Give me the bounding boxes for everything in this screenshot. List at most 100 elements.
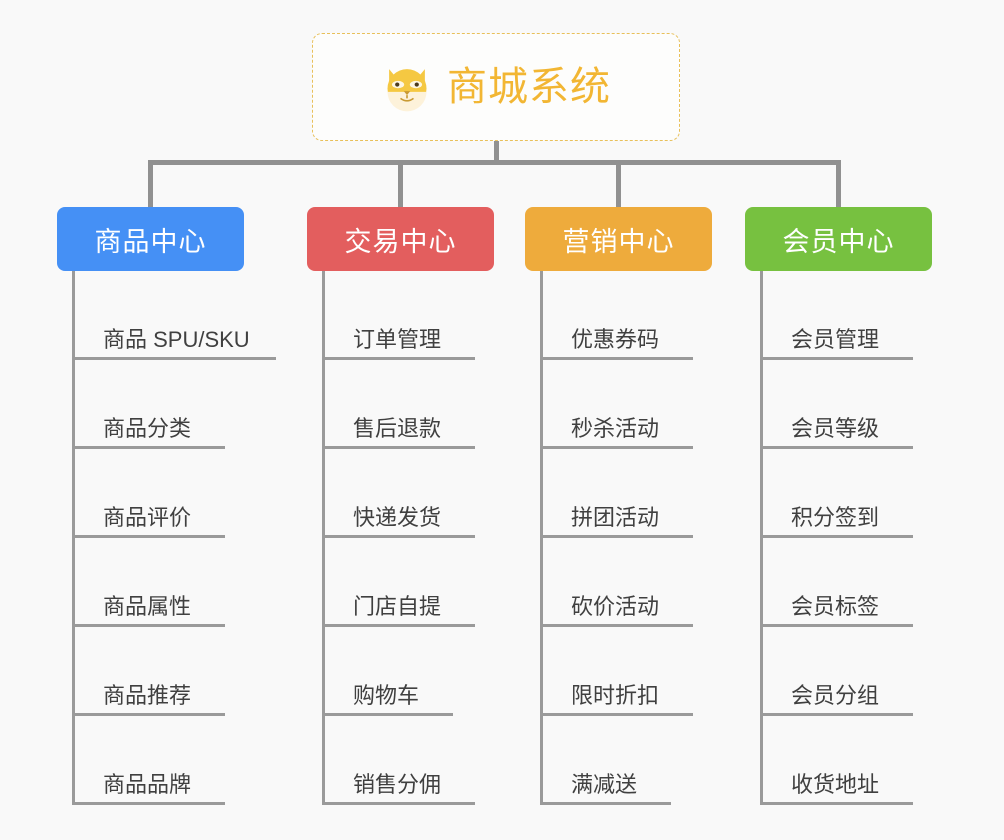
sub-item-label: 限时折扣 <box>571 683 660 708</box>
sub-item[interactable]: 拼团活动 <box>525 449 712 538</box>
branch-column-product-center: 商品中心商品 SPU/SKU 商品分类商品评价商品属性商品推荐商品品牌 <box>57 207 276 805</box>
sub-item-underline <box>540 446 693 449</box>
connector-drop-trade-center <box>398 160 403 208</box>
connector-root-stem <box>494 141 499 163</box>
category-box-product-center[interactable]: 商品中心 <box>57 207 244 271</box>
sub-item[interactable]: 商品评价 <box>57 449 244 538</box>
sub-item[interactable]: 商品品牌 <box>57 716 244 805</box>
sub-item-label: 商品 SPU/SKU <box>103 327 250 352</box>
sub-item-label: 商品属性 <box>103 594 192 619</box>
sub-item-underline <box>322 535 475 538</box>
sub-item[interactable]: 商品 SPU/SKU <box>57 271 276 360</box>
sub-item[interactable]: 会员等级 <box>745 360 932 449</box>
sub-item-label: 商品推荐 <box>103 683 192 708</box>
sub-item[interactable]: 商品属性 <box>57 538 244 627</box>
sub-item[interactable]: 满减送 <box>525 716 712 805</box>
column-spine <box>540 271 543 805</box>
sub-item-underline <box>760 802 913 805</box>
sub-item-underline <box>760 624 913 627</box>
connector-drop-product-center <box>148 160 153 208</box>
root-node[interactable]: 商城系统 <box>312 33 680 141</box>
sub-item[interactable]: 会员分组 <box>745 627 932 716</box>
sub-item-underline <box>322 624 475 627</box>
sub-item-underline <box>540 535 693 538</box>
sub-item[interactable]: 会员管理 <box>745 271 932 360</box>
branch-column-marketing-center: 营销中心优惠券码秒杀活动拼团活动砍价活动限时折扣满减送 <box>525 207 712 805</box>
category-box-marketing-center[interactable]: 营销中心 <box>525 207 712 271</box>
sub-item[interactable]: 收货地址 <box>745 716 932 805</box>
sub-item[interactable]: 限时折扣 <box>525 627 712 716</box>
connector-drop-marketing-center <box>616 160 621 208</box>
shiba-dog-face-icon <box>387 69 427 112</box>
sub-item-underline <box>72 624 225 627</box>
sub-item-label: 砍价活动 <box>571 594 660 619</box>
category-box-member-center[interactable]: 会员中心 <box>745 207 932 271</box>
sub-item[interactable]: 售后退款 <box>307 360 494 449</box>
sub-item-label: 秒杀活动 <box>571 416 660 441</box>
sub-item-label: 商品评价 <box>103 505 192 530</box>
sub-item[interactable]: 会员标签 <box>745 538 932 627</box>
sub-item-underline <box>322 802 475 805</box>
column-spine <box>322 271 325 805</box>
sub-item-label: 订单管理 <box>353 327 442 352</box>
sub-item-label: 商品分类 <box>103 416 192 441</box>
sub-item-list: 订单管理售后退款快递发货门店自提购物车销售分佣 <box>307 271 494 805</box>
branch-column-trade-center: 交易中心订单管理售后退款快递发货门店自提购物车销售分佣 <box>307 207 494 805</box>
sub-item[interactable]: 砍价活动 <box>525 538 712 627</box>
sub-item-label: 售后退款 <box>353 416 442 441</box>
sub-item-list: 商品 SPU/SKU 商品分类商品评价商品属性商品推荐商品品牌 <box>57 271 276 805</box>
sub-item-underline <box>540 624 693 627</box>
sub-item[interactable]: 秒杀活动 <box>525 360 712 449</box>
sub-item-label: 积分签到 <box>791 505 880 530</box>
sub-item-label: 快递发货 <box>353 505 442 530</box>
sub-item-label: 门店自提 <box>353 594 442 619</box>
sub-item-label: 会员管理 <box>791 327 880 352</box>
sub-item-underline <box>322 446 475 449</box>
sub-item-underline <box>72 802 225 805</box>
sub-item-underline <box>322 357 475 360</box>
sub-item-label: 会员等级 <box>791 416 880 441</box>
sub-item-list: 优惠券码秒杀活动拼团活动砍价活动限时折扣满减送 <box>525 271 712 805</box>
sub-item-underline <box>540 802 671 805</box>
sub-item-label: 满减送 <box>571 772 638 797</box>
sub-item-label: 会员标签 <box>791 594 880 619</box>
category-label: 会员中心 <box>782 226 895 257</box>
sub-item-underline <box>760 446 913 449</box>
sub-item-label: 购物车 <box>353 683 420 708</box>
branch-column-member-center: 会员中心会员管理会员等级积分签到会员标签会员分组收货地址 <box>745 207 932 805</box>
sub-item-label: 拼团活动 <box>571 505 660 530</box>
category-label: 营销中心 <box>562 226 675 257</box>
sub-item[interactable]: 商品推荐 <box>57 627 244 716</box>
category-label: 交易中心 <box>344 226 457 257</box>
sub-item-label: 商品品牌 <box>103 772 192 797</box>
connector-horizontal-bus <box>148 160 841 165</box>
sub-item-underline <box>322 713 453 716</box>
sub-item-underline <box>540 357 693 360</box>
sub-item-underline <box>72 535 225 538</box>
sub-item-underline <box>540 713 693 716</box>
sub-item[interactable]: 销售分佣 <box>307 716 494 805</box>
connector-drop-member-center <box>836 160 841 208</box>
sub-item-label: 收货地址 <box>791 772 880 797</box>
sub-item[interactable]: 购物车 <box>307 627 494 716</box>
sub-item[interactable]: 优惠券码 <box>525 271 712 360</box>
sub-item-label: 优惠券码 <box>571 327 660 352</box>
sub-item-underline <box>760 535 913 538</box>
sub-item[interactable]: 门店自提 <box>307 538 494 627</box>
sub-item-underline <box>72 446 225 449</box>
category-box-trade-center[interactable]: 交易中心 <box>307 207 494 271</box>
sub-item[interactable]: 商品分类 <box>57 360 244 449</box>
sub-item[interactable]: 积分签到 <box>745 449 932 538</box>
sub-item-label: 销售分佣 <box>353 772 442 797</box>
sub-item-list: 会员管理会员等级积分签到会员标签会员分组收货地址 <box>745 271 932 805</box>
root-title: 商城系统 <box>447 65 611 109</box>
sub-item[interactable]: 快递发货 <box>307 449 494 538</box>
category-label: 商品中心 <box>94 226 207 257</box>
sub-item-underline <box>72 713 225 716</box>
sub-item[interactable]: 订单管理 <box>307 271 494 360</box>
sub-item-label: 会员分组 <box>791 683 880 708</box>
sub-item-underline <box>72 357 276 360</box>
column-spine <box>72 271 75 805</box>
sub-item-underline <box>760 357 913 360</box>
